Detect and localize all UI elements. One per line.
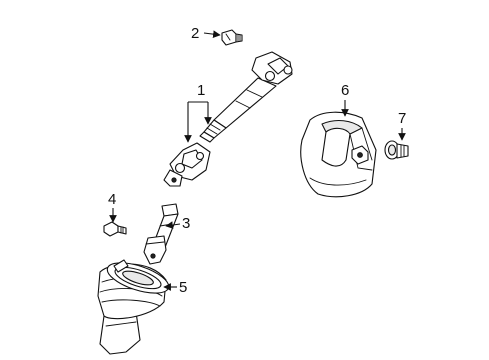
callout-1: 1 — [184, 82, 212, 143]
bolt-part-2 — [221, 29, 243, 46]
callout-2-label: 2 — [191, 25, 199, 42]
callout-6-label: 6 — [341, 82, 349, 99]
callout-3: 3 — [165, 215, 190, 232]
callout-5-label: 5 — [179, 279, 187, 296]
callout-6: 6 — [341, 82, 349, 117]
callout-3-label: 3 — [182, 215, 190, 232]
column-boot-part-5 — [97, 259, 170, 355]
shaft-coupler-part-3 — [143, 203, 179, 265]
callout-4-label: 4 — [108, 191, 116, 208]
callout-7: 7 — [398, 110, 406, 141]
intermediate-shaft-part-1 — [163, 51, 293, 187]
callout-1-label: 1 — [197, 82, 205, 99]
callout-7-label: 7 — [398, 110, 406, 127]
callout-5: 5 — [163, 279, 187, 296]
column-cover-part-6 — [300, 111, 377, 198]
push-clip-part-7 — [384, 140, 409, 160]
bolt-part-4 — [103, 221, 127, 237]
callout-4: 4 — [108, 191, 117, 223]
callout-2: 2 — [191, 25, 221, 42]
